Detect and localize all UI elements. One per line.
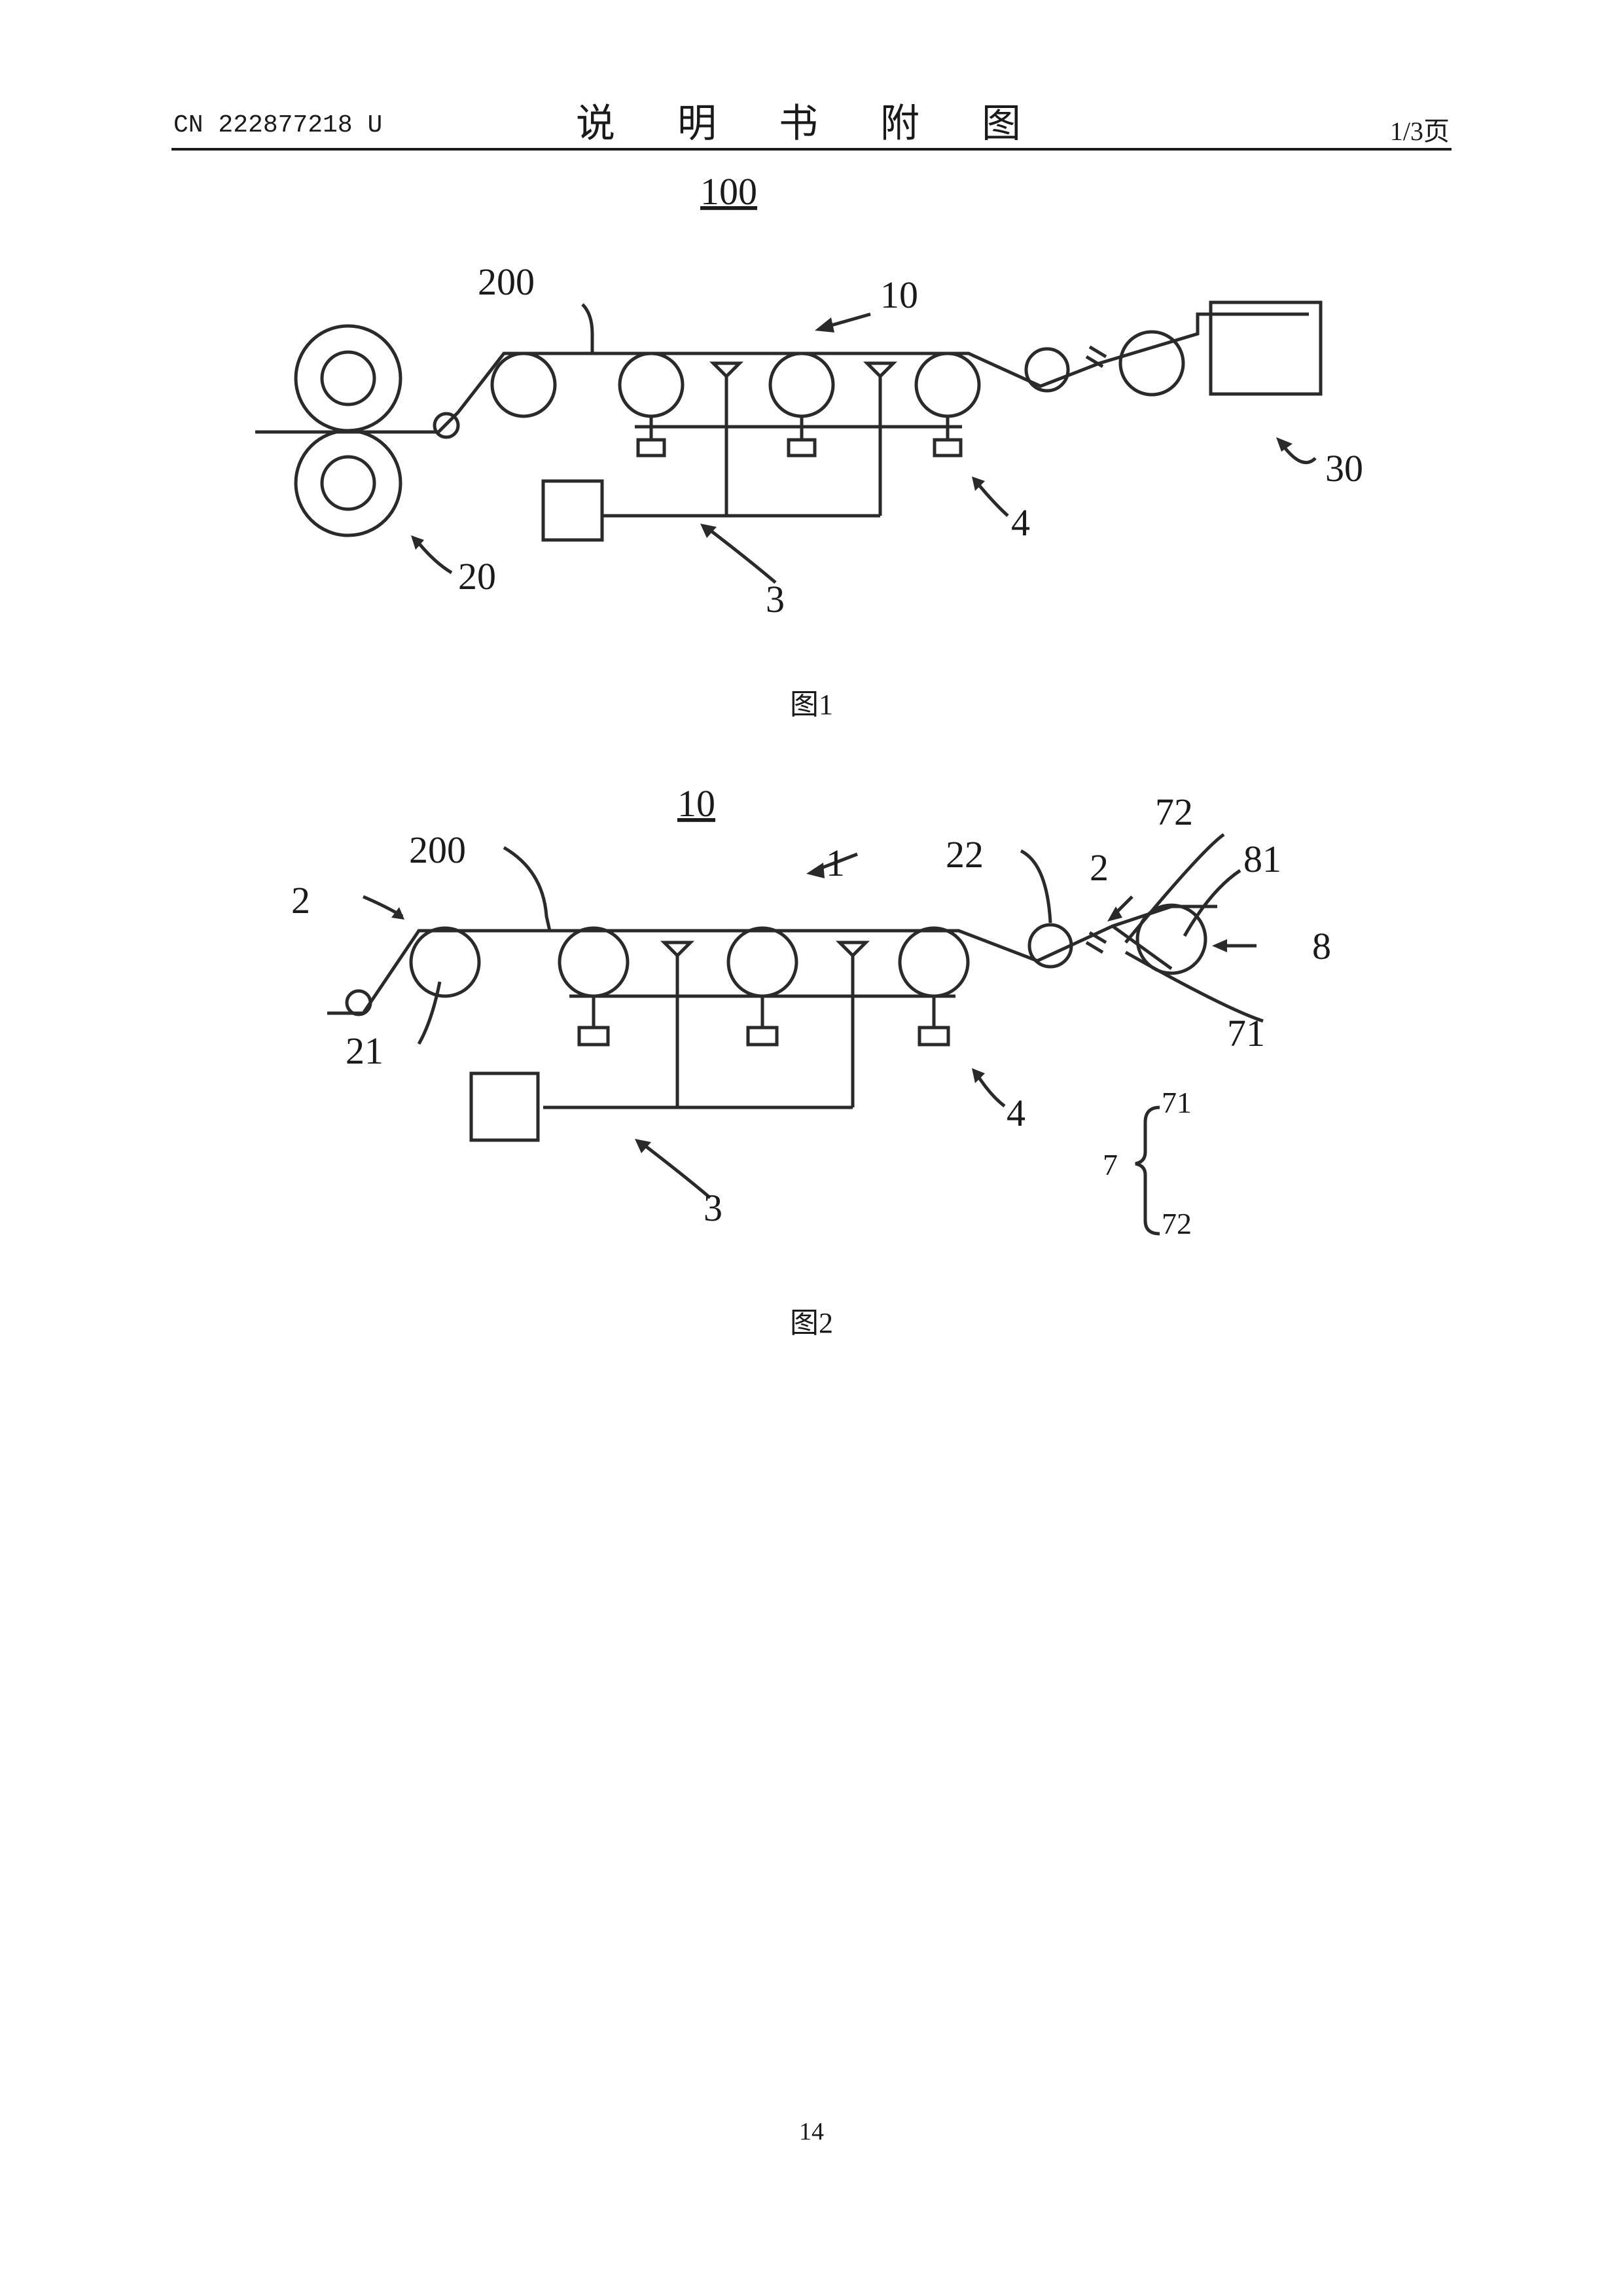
- unwind-roll-lower: [296, 431, 401, 535]
- label-71: 71: [1227, 1012, 1265, 1054]
- label-72: 72: [1155, 791, 1193, 833]
- roller: [770, 353, 833, 416]
- roller: [492, 353, 555, 416]
- label-10: 10: [880, 274, 918, 316]
- label-2-right: 2: [1090, 846, 1109, 889]
- output-box: [1211, 302, 1321, 394]
- figure-1-caption: 图1: [0, 681, 1623, 723]
- legend-7: 7: [1103, 1148, 1118, 1181]
- roller-21: [411, 928, 479, 996]
- label-81: 81: [1243, 838, 1281, 880]
- sensor-block: [789, 440, 815, 456]
- roller: [728, 928, 796, 996]
- sensor-block: [638, 440, 664, 456]
- figure-2-ref: 10: [677, 782, 715, 825]
- figure-1-diagram: 100 200 10 30 4 20 3: [0, 157, 1623, 694]
- label-2-left: 2: [291, 879, 310, 922]
- figure-2-caption: 图2: [0, 1299, 1623, 1341]
- roller: [916, 353, 979, 416]
- label-4: 4: [1011, 501, 1030, 544]
- page-title: 说 明 书 附 图: [0, 92, 1623, 149]
- controller-box: [543, 481, 602, 540]
- label-21: 21: [346, 1030, 383, 1072]
- page-count: 1/3页: [1390, 110, 1450, 148]
- label-30: 30: [1325, 447, 1363, 490]
- header-rule: [171, 148, 1452, 151]
- roller: [900, 928, 968, 996]
- figure-2-diagram: 10 200 1 2 21 22 2 72 81 8 71 4 3 7 71 7…: [0, 772, 1623, 1270]
- roller: [560, 928, 628, 996]
- label-200: 200: [409, 829, 466, 871]
- sensor-block: [579, 1028, 608, 1045]
- label-4: 4: [1007, 1092, 1026, 1134]
- label-22: 22: [946, 833, 984, 876]
- legend-71: 71: [1162, 1086, 1192, 1119]
- sensor-block: [748, 1028, 777, 1045]
- unwind-roll-upper: [296, 326, 401, 431]
- label-3: 3: [704, 1187, 722, 1229]
- roller: [620, 353, 683, 416]
- controller-box: [471, 1073, 538, 1140]
- label-200: 200: [478, 260, 535, 303]
- label-3: 3: [766, 578, 785, 620]
- label-20: 20: [458, 555, 496, 598]
- label-1: 1: [826, 842, 845, 884]
- label-8: 8: [1312, 925, 1331, 967]
- roller-22: [1029, 925, 1071, 967]
- legend-72: 72: [1162, 1207, 1192, 1240]
- figure-1-ref: 100: [700, 170, 757, 213]
- roller: [1120, 332, 1183, 395]
- sensor-block: [935, 440, 961, 456]
- page-number: 14: [0, 2117, 1623, 2146]
- sensor-block: [919, 1028, 948, 1045]
- idler-roller: [347, 991, 370, 1014]
